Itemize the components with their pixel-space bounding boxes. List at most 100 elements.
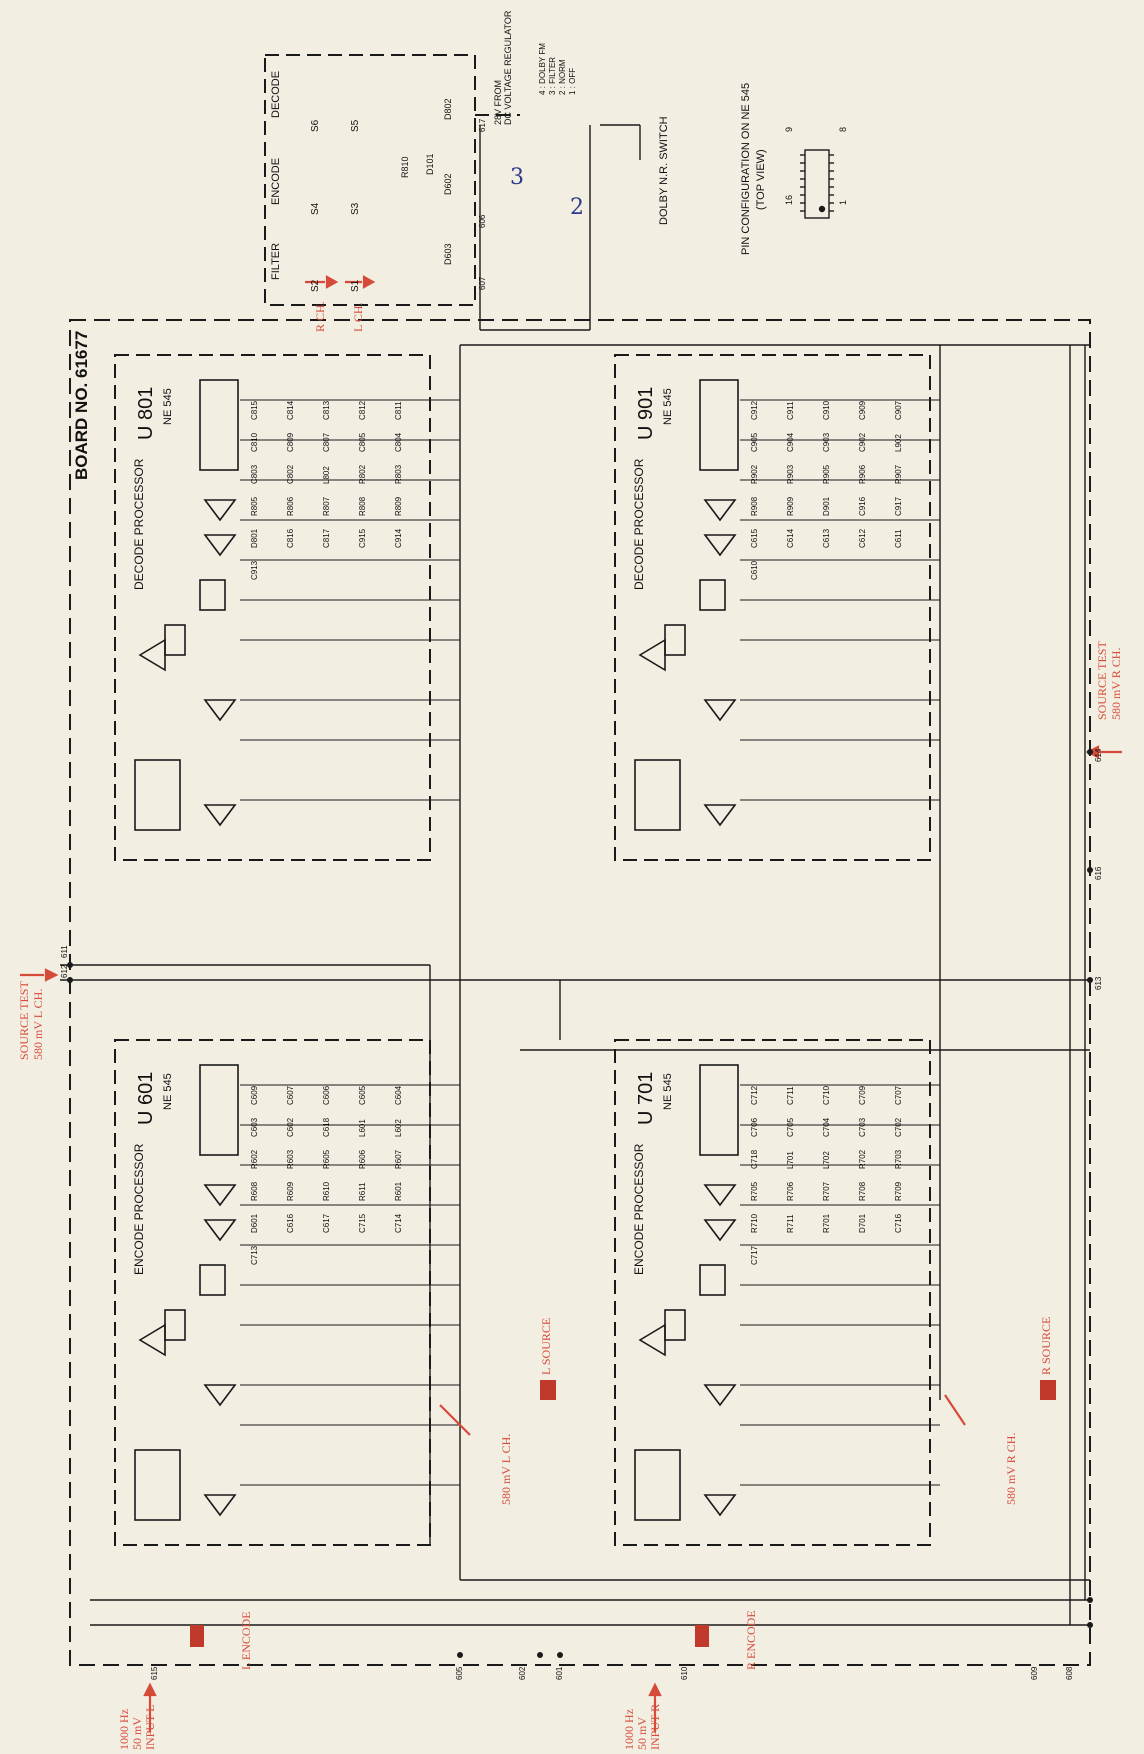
pen-mark-2: 2 — [570, 195, 584, 220]
component-label: R808 — [358, 496, 367, 516]
component-label: R711 — [786, 1214, 795, 1233]
component-label: R606 — [358, 1149, 367, 1169]
switch-panel-outline — [264, 54, 476, 306]
component-label: R902 — [750, 464, 759, 484]
board-outline — [69, 319, 1091, 1666]
ic-outline — [804, 149, 830, 219]
component-label: C703 — [858, 1117, 867, 1137]
component-label: D701 — [858, 1213, 867, 1233]
component-label: C913 — [250, 560, 259, 580]
component-label: C715 — [358, 1213, 367, 1233]
component-label: C917 — [894, 496, 903, 516]
component-label: C910 — [822, 400, 831, 420]
component-label: C702 — [894, 1117, 903, 1137]
component-label: R709 — [894, 1181, 903, 1201]
component-label: R610 — [322, 1181, 331, 1201]
component-label: C807 — [322, 432, 331, 452]
component-label: L602 — [394, 1119, 403, 1137]
component-label: C717 — [750, 1245, 759, 1265]
component-label: C710 — [822, 1085, 831, 1105]
component-label: C610 — [750, 560, 759, 580]
component-label: L701 — [786, 1151, 795, 1169]
component-label: R905 — [822, 464, 831, 484]
component-label: C607 — [286, 1085, 295, 1105]
component-label: L601 — [358, 1119, 367, 1137]
component-label: R706 — [786, 1181, 795, 1201]
component-label: C810 — [250, 432, 259, 452]
component-label: R807 — [322, 496, 331, 516]
component-label: R607 — [394, 1149, 403, 1169]
component-label: C709 — [858, 1085, 867, 1105]
component-label: C704 — [822, 1117, 831, 1137]
component-label: C817 — [322, 528, 331, 548]
component-label: C609 — [250, 1085, 259, 1105]
component-label: C903 — [822, 432, 831, 452]
component-label: C707 — [894, 1085, 903, 1105]
component-label: C907 — [894, 400, 903, 420]
component-label: C915 — [358, 528, 367, 548]
component-label: L702 — [822, 1151, 831, 1169]
component-label: R903 — [786, 464, 795, 484]
component-label: C614 — [786, 528, 795, 548]
component-label: R710 — [750, 1213, 759, 1233]
component-label: C603 — [250, 1117, 259, 1137]
component-label: C613 — [822, 528, 831, 548]
component-label: R805 — [250, 496, 259, 516]
component-label: C615 — [750, 528, 759, 548]
component-label: R701 — [822, 1213, 831, 1233]
component-label: R806 — [286, 496, 295, 516]
component-label: C904 — [786, 432, 795, 452]
component-label: C611 — [894, 529, 903, 548]
component-label: R708 — [858, 1181, 867, 1201]
component-label: R703 — [894, 1149, 903, 1169]
component-label: C812 — [358, 400, 367, 420]
component-label: C905 — [750, 432, 759, 452]
component-label: C916 — [858, 496, 867, 516]
component-label: R907 — [894, 464, 903, 484]
component-label: R705 — [750, 1181, 759, 1201]
component-label: D901 — [822, 496, 831, 516]
component-label: C605 — [358, 1085, 367, 1105]
component-label: R803 — [394, 464, 403, 484]
component-label: C606 — [322, 1085, 331, 1105]
component-label: C604 — [394, 1085, 403, 1105]
component-label: C805 — [358, 432, 367, 452]
component-label: C616 — [286, 1213, 295, 1233]
component-label: R611 — [358, 1182, 367, 1201]
component-label: R603 — [286, 1149, 295, 1169]
pen-mark-3: 3 — [510, 165, 524, 190]
u801-box — [114, 354, 431, 861]
component-label: C815 — [250, 400, 259, 420]
component-label: C803 — [250, 464, 259, 484]
component-label: C802 — [286, 464, 295, 484]
component-label: R909 — [786, 496, 795, 516]
component-label: C713 — [250, 1245, 259, 1265]
component-label: C911 — [786, 401, 795, 420]
component-label: C711 — [786, 1086, 795, 1105]
component-label: C705 — [786, 1117, 795, 1137]
u901-box — [614, 354, 931, 861]
component-label: C914 — [394, 528, 403, 548]
component-label: R608 — [250, 1181, 259, 1201]
component-label: L902 — [894, 434, 903, 452]
component-label: R707 — [822, 1181, 831, 1201]
component-label: C714 — [394, 1213, 403, 1233]
component-label: C804 — [394, 432, 403, 452]
component-label: C809 — [286, 432, 295, 452]
component-label: C912 — [750, 400, 759, 420]
component-label: R609 — [286, 1181, 295, 1201]
component-label: C602 — [286, 1117, 295, 1137]
component-label: C909 — [858, 400, 867, 420]
component-label: C811 — [394, 401, 403, 420]
component-label: R602 — [250, 1149, 259, 1169]
component-label: C617 — [322, 1213, 331, 1233]
component-label: C902 — [858, 432, 867, 452]
component-label: C618 — [322, 1117, 331, 1137]
component-label: C816 — [286, 528, 295, 548]
component-label: C716 — [894, 1213, 903, 1233]
component-label: R906 — [858, 464, 867, 484]
component-label: R702 — [858, 1149, 867, 1169]
u701-box — [614, 1039, 931, 1546]
